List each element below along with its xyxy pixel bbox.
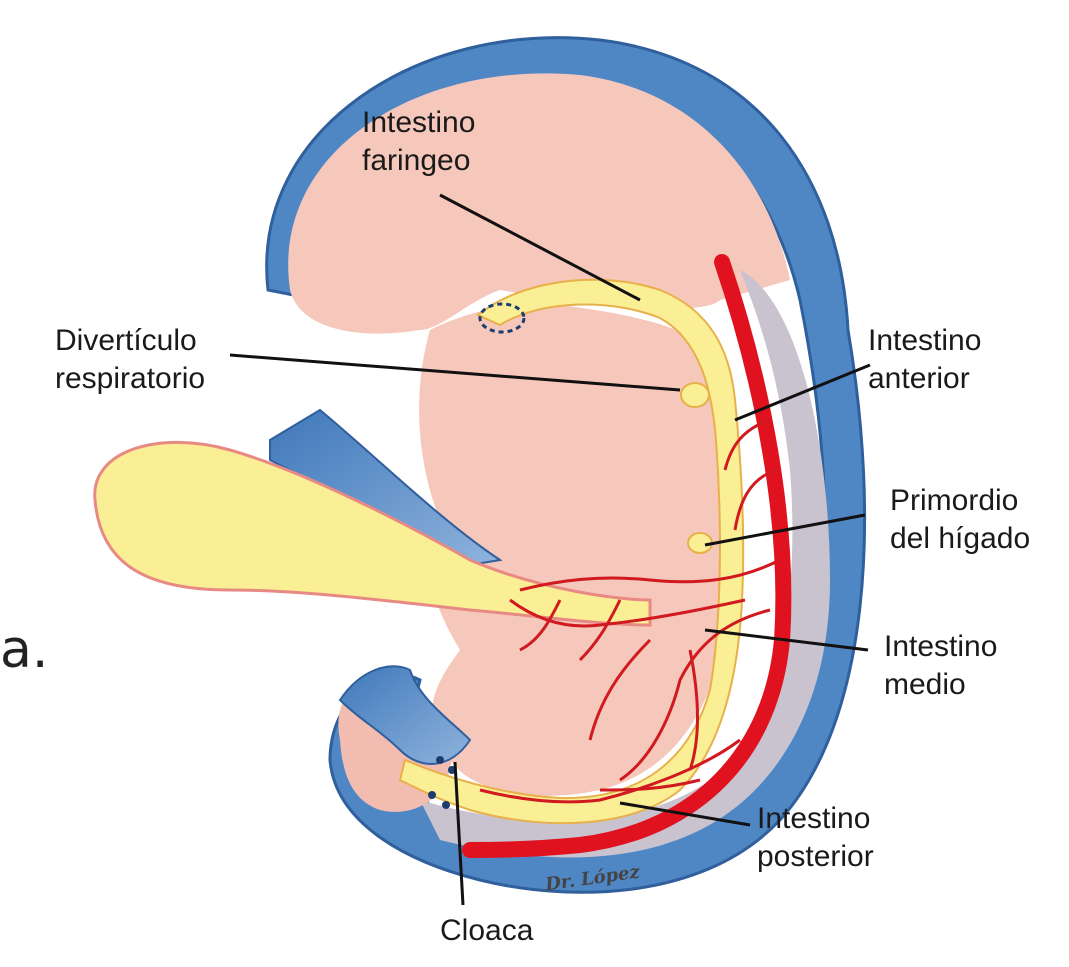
label-higado-line1: Primordio <box>890 484 1019 517</box>
label-anterior-line2: anterior <box>868 362 970 395</box>
label-faringeo-line2: faringeo <box>362 144 471 177</box>
yolk-sac <box>93 440 652 627</box>
leader-respiratorio <box>229 353 681 392</box>
leader-lines <box>229 193 871 906</box>
label-intestino-anterior: Intestino anterior <box>868 322 981 398</box>
edge-text-fragment: a. <box>0 620 49 680</box>
label-intestino-medio: Intestino medio <box>884 628 997 704</box>
stomodeum <box>478 302 526 334</box>
leader-medio <box>704 628 869 652</box>
respiratory-bud <box>680 382 710 408</box>
body-region <box>419 303 737 796</box>
label-anterior-line1: Intestino <box>868 324 982 357</box>
label-cloaca: Cloaca <box>440 912 533 950</box>
leader-faringeo <box>439 193 641 302</box>
label-posterior-line2: posterior <box>757 840 874 873</box>
label-medio-line1: Intestino <box>884 630 998 663</box>
amnion-lower-flap <box>338 665 472 765</box>
label-respiratorio-line1: Divertículo <box>55 324 197 357</box>
leader-anterior <box>734 363 871 422</box>
label-medio-line2: medio <box>884 668 966 701</box>
leader-cloaca <box>453 761 465 906</box>
leader-posterior <box>619 801 751 827</box>
label-diverticulo-respiratorio: Divertículo respiratorio <box>55 322 205 398</box>
label-intestino-faringeo: Intestino faringeo <box>362 104 475 180</box>
label-posterior-line1: Intestino <box>757 802 871 835</box>
leader-higado <box>704 513 866 547</box>
label-primordio-higado: Primordio del hígado <box>890 482 1030 558</box>
aorta <box>462 254 792 858</box>
label-faringeo-line1: Intestino <box>362 106 476 139</box>
vitelline-vessels <box>479 418 781 804</box>
label-higado-line2: del hígado <box>890 522 1031 555</box>
label-respiratorio-line2: respiratorio <box>55 362 206 395</box>
label-intestino-posterior: Intestino posterior <box>757 800 874 876</box>
head-region <box>288 73 790 334</box>
label-cloaca-line1: Cloaca <box>440 914 534 947</box>
